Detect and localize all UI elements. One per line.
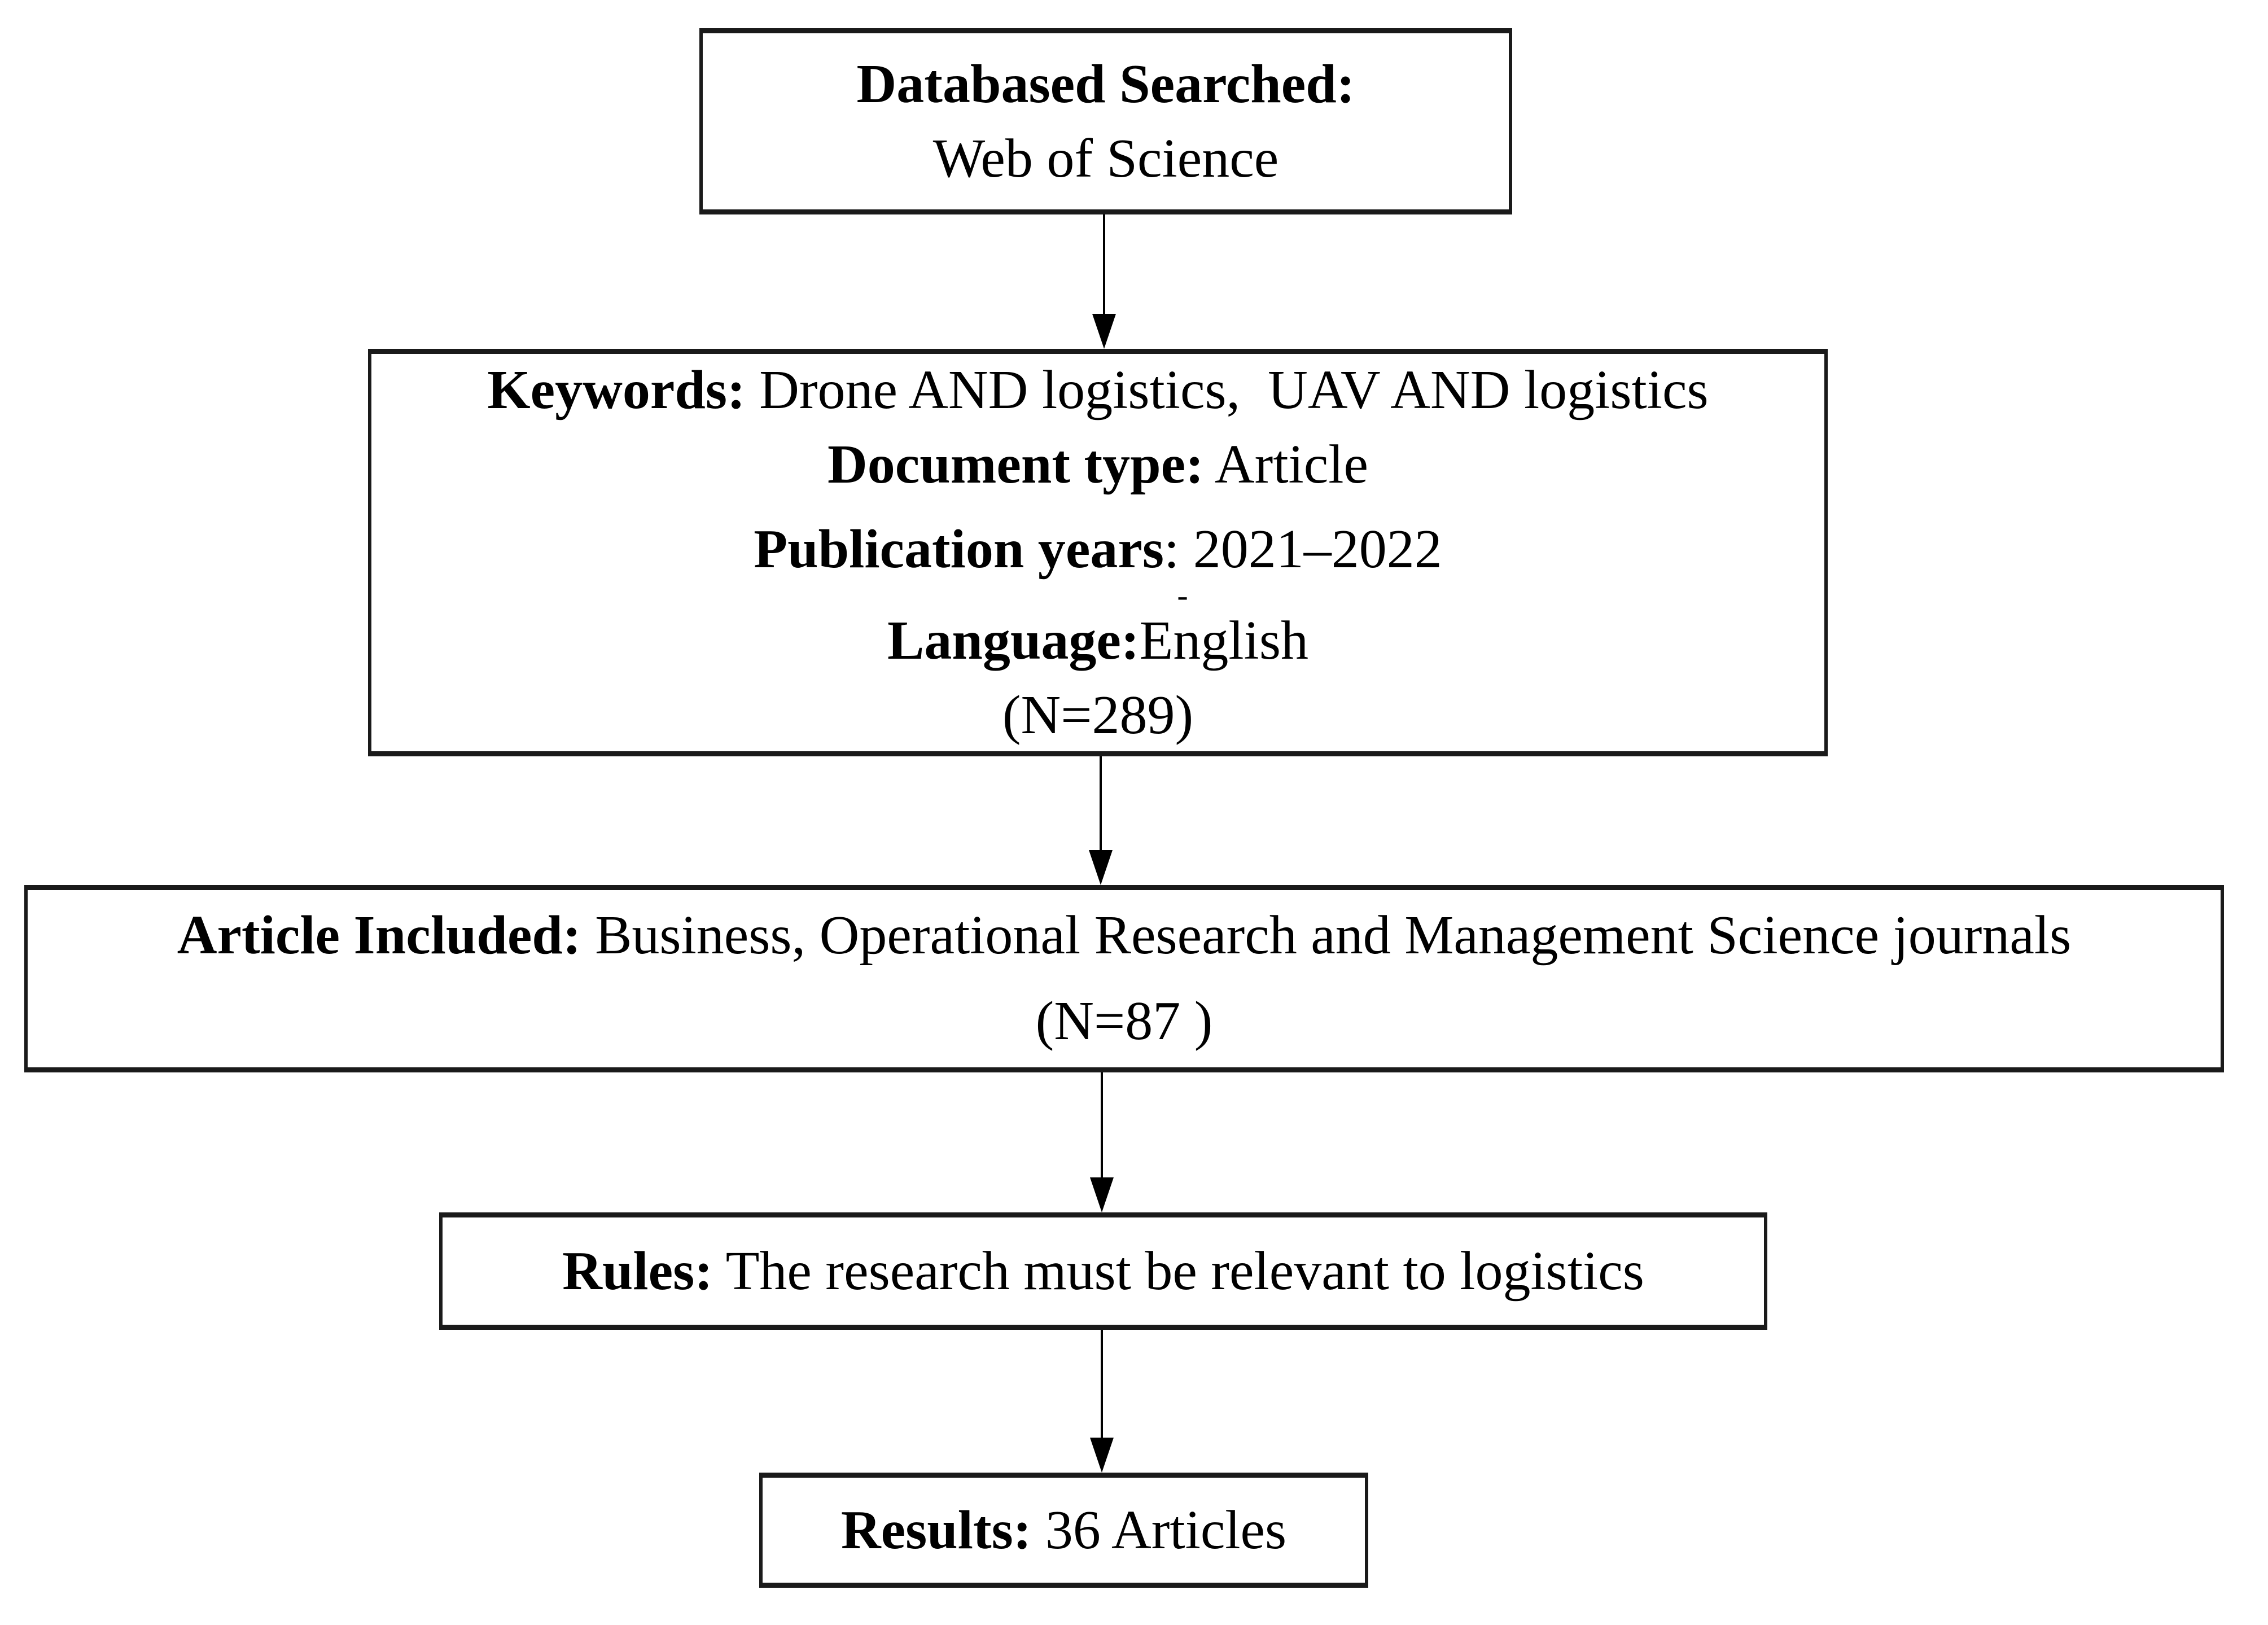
flow-box-rules: Rules: The research must be relevant to …: [439, 1212, 1767, 1330]
rules-value: The research must be relevant to logisti…: [712, 1240, 1644, 1302]
keywords-value: Drone AND logistics, UAV AND logistics: [745, 359, 1709, 421]
flow-box-results: Results: 36 Articles: [759, 1473, 1368, 1588]
rules-label: Rules:: [562, 1240, 713, 1302]
keywords-line: Keywords: Drone AND logistics, UAV AND l…: [487, 353, 1708, 427]
arrow-shaft: [1103, 214, 1105, 314]
language-value: English: [1139, 610, 1308, 671]
down-arrowhead-icon: [1090, 1177, 1114, 1212]
results-value: 36 Articles: [1031, 1499, 1287, 1561]
arrow-shaft: [1101, 1072, 1103, 1177]
document-type-value: Article: [1203, 434, 1368, 496]
database-searched-label: Databased Searched:: [856, 53, 1355, 115]
document-type-label: Document type:: [827, 434, 1204, 496]
down-arrowhead-icon: [1092, 314, 1116, 349]
down-arrow-3: [1089, 1072, 1114, 1212]
stray-dash: -: [1177, 576, 1188, 614]
flow-box-articles-included: Article Included: Business, Operational …: [24, 885, 2224, 1072]
database-searched-value-line: Web of Science: [933, 121, 1279, 196]
articles-included-label: Article Included:: [177, 905, 581, 966]
publication-years-label: Publication years: [754, 519, 1164, 580]
articles-included-line: Article Included: Business, Operational …: [177, 893, 2072, 979]
document-type-line: Document type: Article: [827, 427, 1368, 502]
included-count: (N=87 ): [1035, 991, 1213, 1052]
keywords-label: Keywords:: [487, 359, 746, 421]
publication-years-value: : 2021–2022: [1164, 519, 1442, 580]
results-line: Results: 36 Articles: [841, 1493, 1286, 1567]
filters-count-line: (N=289): [1002, 678, 1193, 752]
flow-box-search-filters: Keywords: Drone AND logistics, UAV AND l…: [368, 349, 1828, 756]
results-label: Results:: [840, 1499, 1032, 1561]
down-arrow-4: [1089, 1330, 1114, 1473]
down-arrow-2: [1088, 756, 1113, 885]
filters-count: (N=289): [1002, 684, 1194, 746]
language-label: Language:: [887, 610, 1140, 671]
articles-included-value: Business, Operational Research and Manag…: [581, 905, 2072, 966]
down-arrowhead-icon: [1090, 1438, 1114, 1473]
flow-box-database-searched: Databased Searched: Web of Science: [699, 28, 1512, 214]
publication-years-line: Publication years: 2021–2022: [754, 512, 1442, 586]
down-arrowhead-icon: [1089, 850, 1113, 885]
database-searched-value: Web of Science: [932, 128, 1279, 189]
arrow-shaft: [1101, 1330, 1103, 1438]
database-searched-title-line: Databased Searched:: [857, 47, 1355, 121]
included-count-line: (N=87 ): [1036, 979, 1213, 1065]
language-line: Language:English: [887, 603, 1308, 678]
down-arrow-1: [1092, 214, 1117, 349]
rules-line: Rules: The research must be relevant to …: [562, 1234, 1644, 1308]
arrow-shaft: [1100, 756, 1102, 850]
